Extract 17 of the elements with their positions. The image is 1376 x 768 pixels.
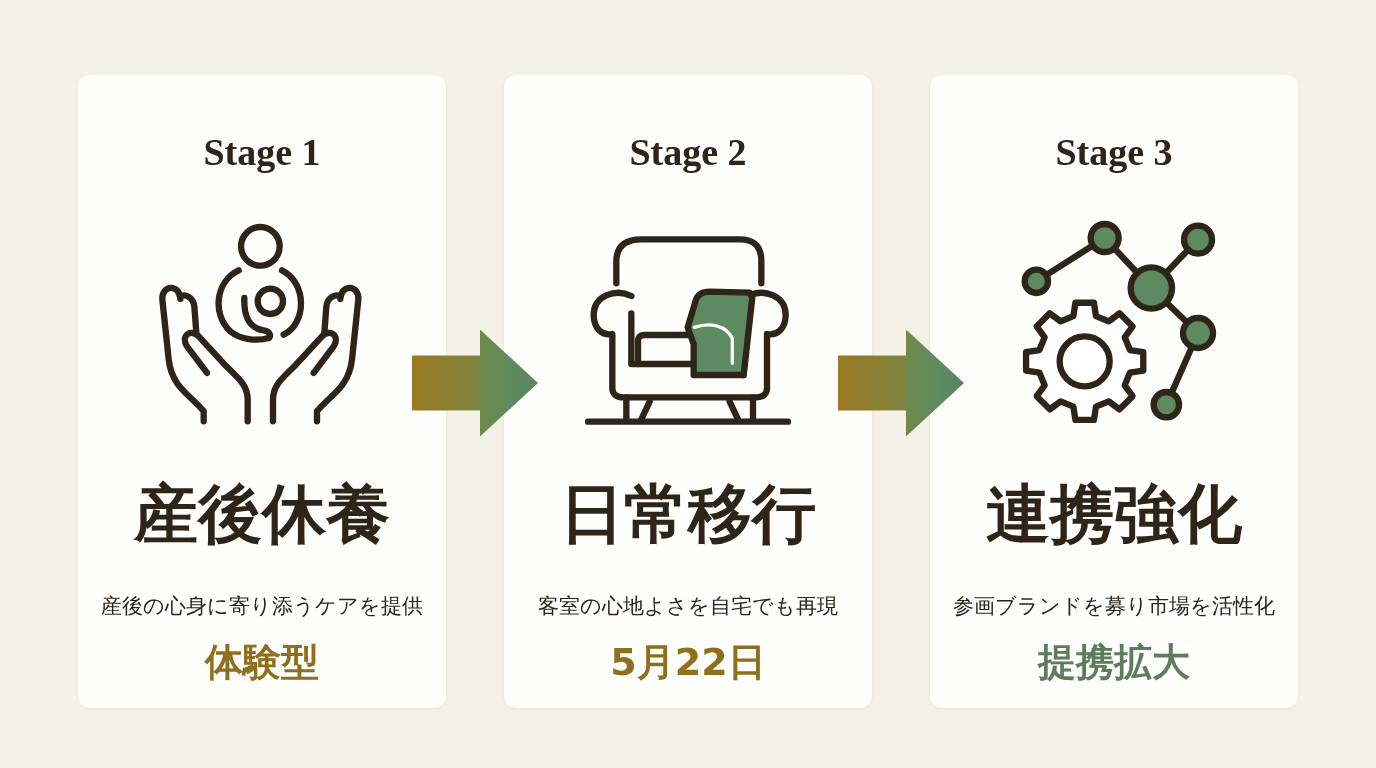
stage-label: Stage 3 — [1055, 130, 1173, 174]
stage-title: 日常移行 — [560, 478, 816, 552]
arrow — [412, 329, 538, 437]
stage-highlight: 5月22日 — [610, 639, 766, 685]
stage-label: Stage 2 — [629, 130, 747, 174]
stage-title: 連携強化 — [986, 478, 1242, 552]
stage-label: Stage 1 — [203, 130, 321, 174]
stage-highlight: 体験型 — [205, 639, 319, 685]
stage-card — [930, 75, 1298, 708]
stage-card — [78, 75, 446, 708]
stage-card — [504, 75, 872, 708]
stage-highlight: 提携拡大 — [1038, 639, 1190, 685]
stage-title: 産後休養 — [134, 478, 390, 552]
stage-description: 参画ブランドを募り市場を活性化 — [953, 593, 1275, 619]
stage-description: 客室の心地よさを自宅でも再現 — [538, 593, 838, 619]
arrow — [838, 329, 964, 437]
stage-description: 産後の心身に寄り添うケアを提供 — [101, 593, 423, 619]
